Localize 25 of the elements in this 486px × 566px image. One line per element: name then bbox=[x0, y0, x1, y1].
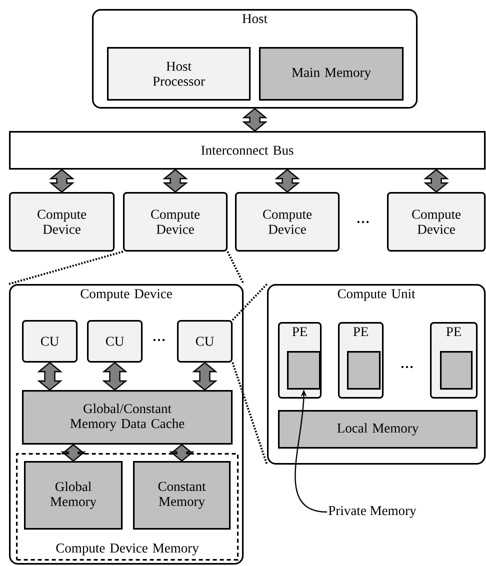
component-box: Compute Device bbox=[123, 192, 228, 252]
component-box: Compute Device bbox=[9, 192, 115, 252]
component-box: Global/Constant Memory Data Cache bbox=[22, 390, 233, 445]
component-box: CU bbox=[87, 320, 143, 363]
component-box: Global Memory bbox=[24, 461, 123, 530]
component-box: Interconnect Bus bbox=[9, 131, 486, 170]
zoom-line bbox=[8, 250, 124, 285]
component-box: Compute Device bbox=[387, 192, 486, 252]
callout-text: Private Memory bbox=[328, 506, 416, 518]
component-box: Host Processor bbox=[107, 47, 251, 101]
component-box: CU bbox=[22, 320, 78, 363]
component-box: Constant Memory bbox=[133, 461, 231, 530]
memory-box bbox=[440, 351, 473, 390]
component-box: Compute Device bbox=[235, 192, 340, 252]
ellipsis: … bbox=[401, 366, 413, 368]
component-box: Main Memory bbox=[259, 47, 404, 101]
ellipsis: … bbox=[357, 220, 369, 224]
component-box: Local Memory bbox=[278, 410, 478, 449]
ellipsis: … bbox=[153, 338, 165, 342]
component-box: CU bbox=[177, 320, 233, 363]
zoom-line bbox=[232, 362, 268, 465]
zoom-line bbox=[232, 283, 268, 321]
memory-box bbox=[347, 351, 381, 390]
memory-box bbox=[287, 351, 321, 390]
zoom-line bbox=[226, 251, 244, 284]
